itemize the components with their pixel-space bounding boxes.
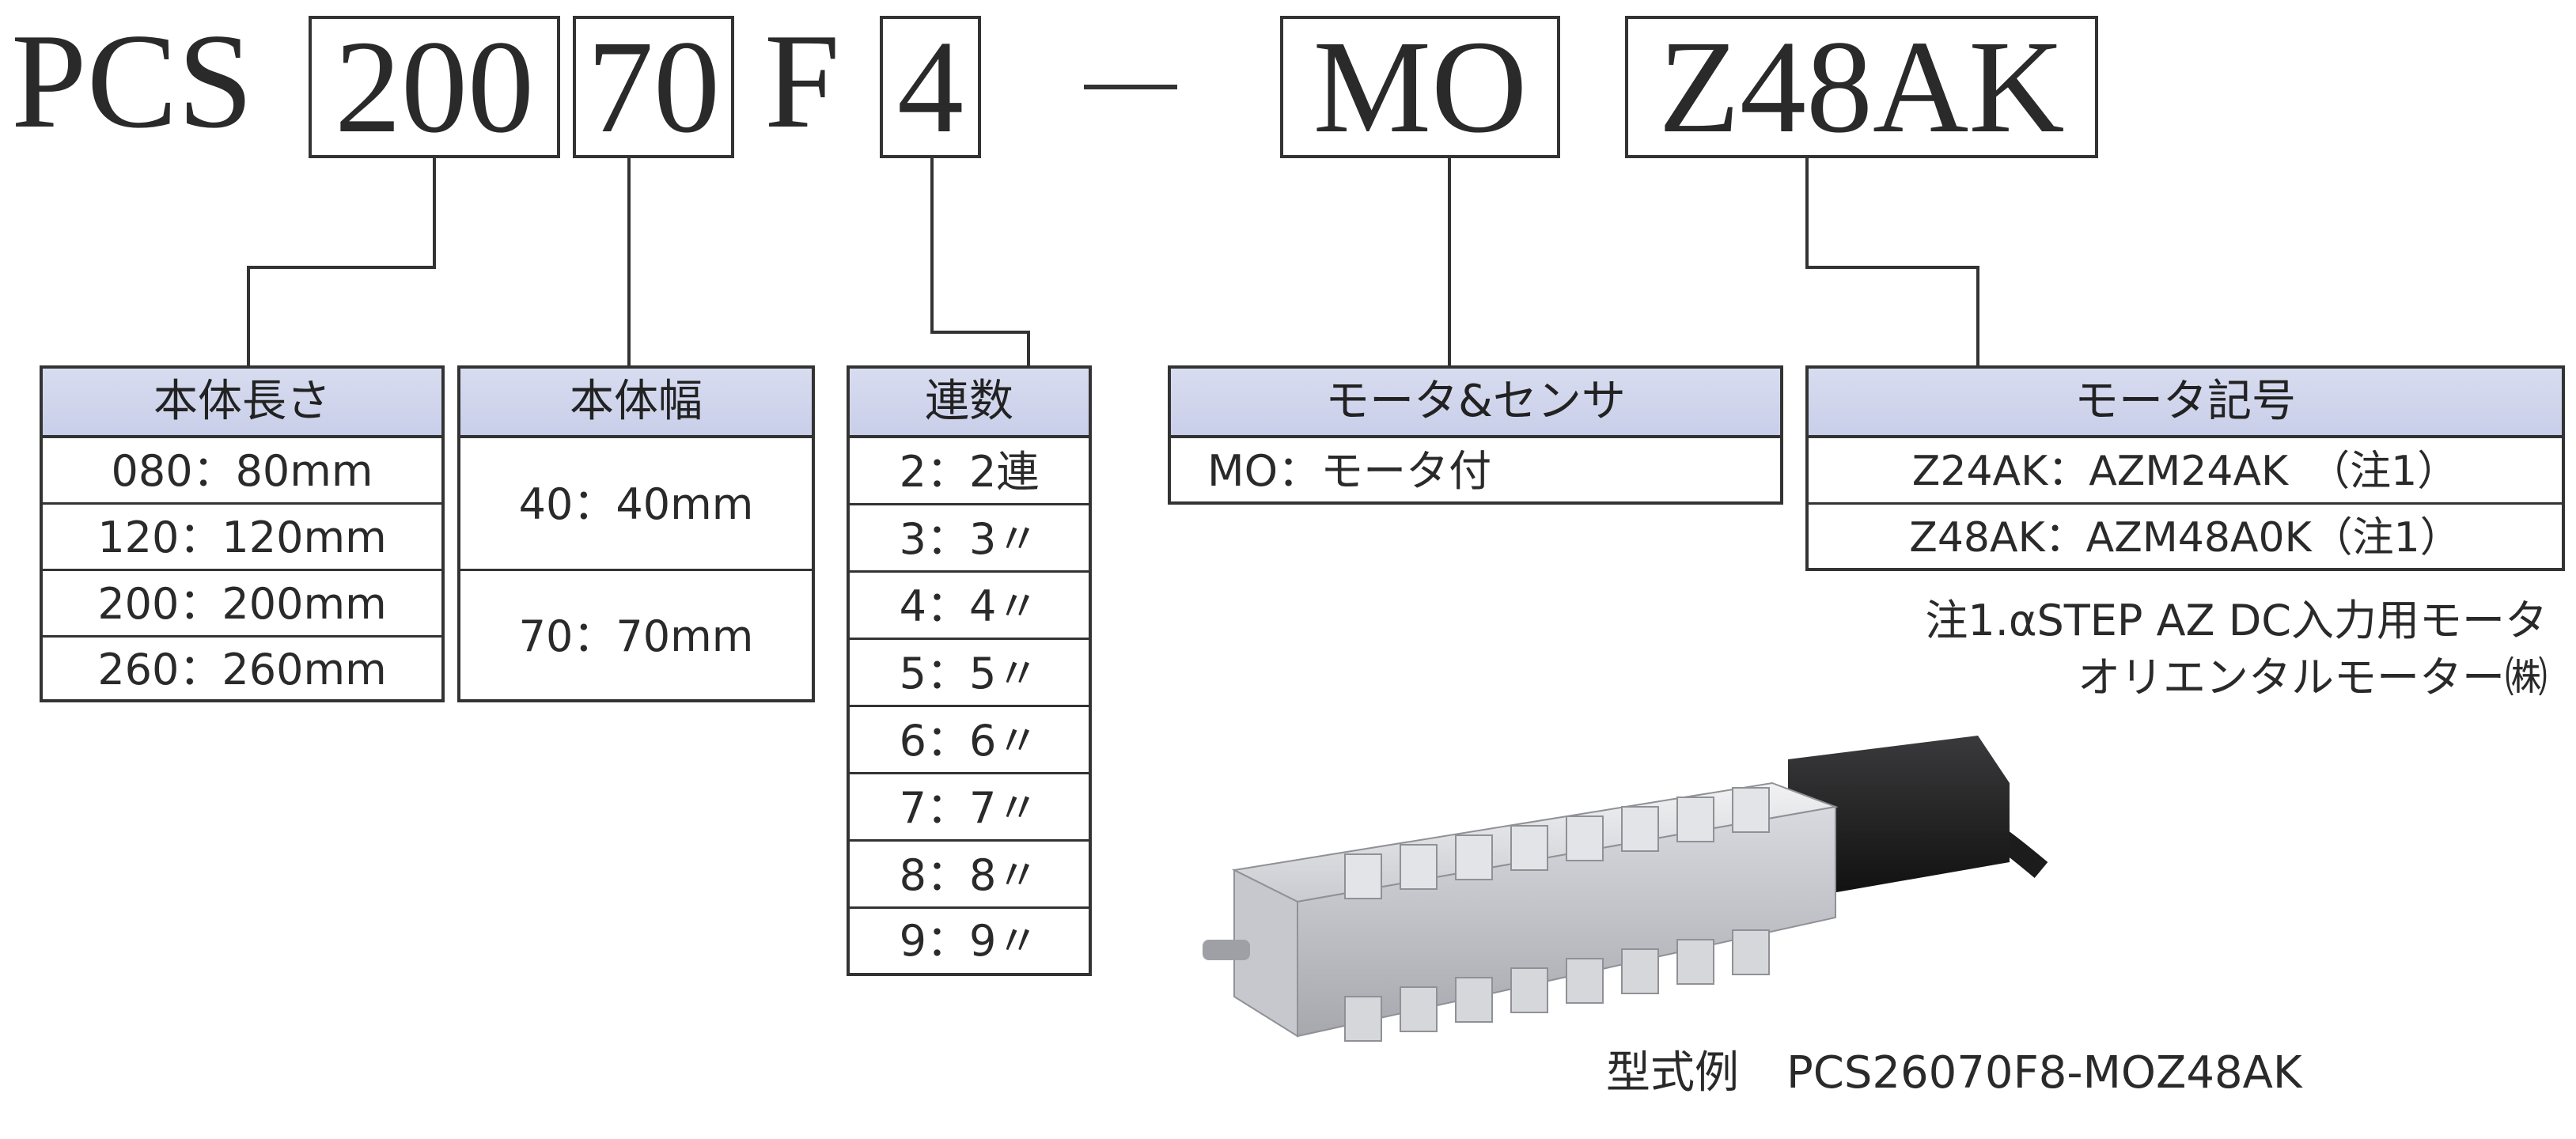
connector-motor-sensor [1448, 158, 1451, 367]
connector-count-h [930, 331, 1030, 334]
connector-count-v1 [930, 158, 934, 334]
table-body-width: 本体幅 40：40mm 70：70mm [457, 365, 815, 702]
note-line-2: オリエンタルモーター㈱ [2078, 653, 2548, 702]
table-header: 本体幅 [460, 369, 812, 438]
table-header: 本体長さ [43, 369, 441, 438]
code-box-length: 200 [309, 16, 560, 158]
table-row: MO：モータ付 [1207, 446, 1492, 496]
table-row: 9：9〃 [899, 916, 1040, 966]
table-row: 3：3〃 [850, 505, 1089, 573]
table-row: 70：70mm [518, 611, 754, 661]
caption-example: PCS26070F8-MOZ48AK [1786, 1047, 2302, 1099]
table-row: 40：40mm [460, 438, 812, 571]
code-separator-dash [1084, 85, 1177, 89]
code-box-count: 4 [880, 16, 981, 158]
caption-label: 型式例 [1606, 1047, 1739, 1099]
table-row: 5：5〃 [850, 640, 1089, 707]
code-box-motor-sensor: MO [1280, 16, 1560, 158]
connector-symbol-v2 [1976, 266, 1979, 367]
code-box-width: 70 [573, 16, 734, 158]
actuator-product-image [1203, 736, 2048, 1042]
table-row: Z24AK：AZM24AK （注1） [1809, 438, 2562, 505]
table-header: モータ記号 [1809, 369, 2562, 438]
table-row: 7：7〃 [850, 774, 1089, 842]
table-header: モータ&センサ [1171, 369, 1780, 438]
code-type-letter: F [764, 6, 840, 157]
model-example-caption: 型式例 PCS26070F8-MOZ48AK [1606, 1046, 2302, 1101]
table-row: 260：260mm [97, 645, 387, 694]
table-row: 6：6〃 [850, 707, 1089, 774]
table-header: 連数 [850, 369, 1089, 438]
connector-length-h [247, 266, 436, 269]
connector-width [627, 158, 631, 367]
table-row: Z48AK：AZM48A0K（注1） [1909, 514, 2461, 562]
table-body-length: 本体長さ 080：80mm 120：120mm 200：200mm 260：26… [40, 365, 445, 702]
table-row: 120：120mm [43, 505, 441, 571]
connector-length-v1 [433, 158, 436, 269]
connector-symbol-v1 [1805, 158, 1809, 269]
table-row: 080：80mm [43, 438, 441, 505]
table-motor-symbol: モータ記号 Z24AK：AZM24AK （注1） Z48AK：AZM48A0K（… [1805, 365, 2565, 571]
table-count: 連数 2：2連 3：3〃 4：4〃 5：5〃 6：6〃 7：7〃 8：8〃 9：… [847, 365, 1092, 976]
table-row: 4：4〃 [850, 573, 1089, 640]
table-row: 200：200mm [43, 571, 441, 638]
table-row: 2：2連 [850, 438, 1089, 505]
connector-count-v2 [1027, 331, 1030, 367]
note-line-1: 注1.αSTEP AZ DC入力用モータ [1925, 596, 2548, 645]
code-prefix: PCS [11, 6, 254, 157]
table-row: 8：8〃 [850, 842, 1089, 909]
table-motor-sensor: モータ&センサ MO：モータ付 [1168, 365, 1783, 505]
code-box-motor-symbol: Z48AK [1625, 16, 2098, 158]
connector-length-v2 [247, 266, 250, 367]
connector-symbol-h [1805, 266, 1979, 269]
